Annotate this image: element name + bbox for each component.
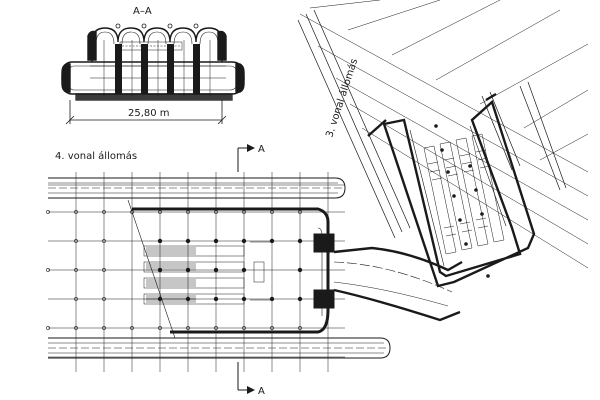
cross-section-a-a: [61, 23, 245, 125]
line3-grid: [299, 0, 589, 269]
lower-vault-row: [61, 61, 245, 101]
line3-station-plan: [297, 0, 589, 288]
line4-station-hall: [127, 199, 335, 339]
line4-lower-tunnel: [48, 337, 391, 359]
section-cut-marker-top: [237, 144, 255, 172]
line4-columns: [157, 238, 303, 302]
section-top-nodes: [115, 23, 199, 29]
section-grid: [90, 40, 226, 96]
line4-grid: [48, 172, 345, 372]
upper-vault-row: [87, 27, 227, 62]
section-cut-label-bottom: A: [258, 386, 265, 397]
line4-station-plan: [46, 172, 391, 372]
line4-platforms: [143, 241, 270, 305]
line4-station-label: 4. vonal állomás: [55, 150, 137, 162]
line3-station-box: [367, 92, 536, 288]
line3-platforms: [423, 133, 505, 255]
line3-columns: [434, 124, 490, 278]
dimension-label: 25,80 m: [128, 108, 170, 119]
section-cut-label-top: A: [258, 144, 265, 155]
line3-running-tracks: [297, 9, 567, 239]
section-cut-marker-bottom: [237, 362, 255, 394]
section-title: A–A: [133, 6, 152, 17]
dimension-line: [65, 100, 227, 125]
line3-station-label: 3. vonal állomás: [323, 57, 360, 139]
line4-upper-tunnel: [48, 177, 346, 199]
section-pillars: [115, 44, 200, 94]
